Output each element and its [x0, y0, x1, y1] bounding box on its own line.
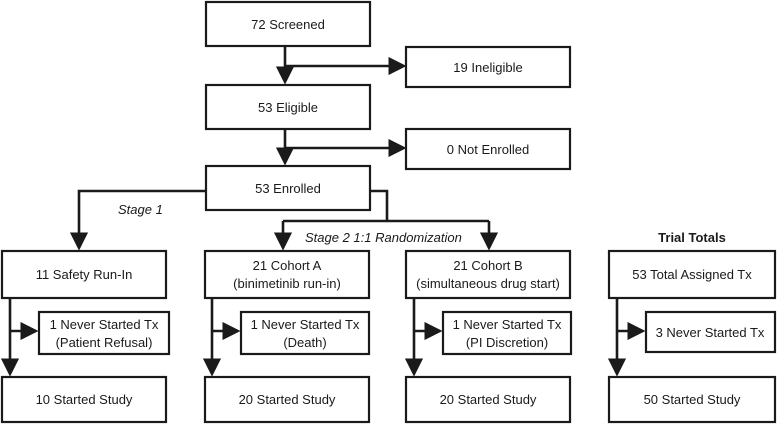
cohort-a-started-label: 20 Started Study — [239, 392, 336, 407]
safety-never-started-box — [37, 310, 171, 356]
eligible-box — [204, 83, 372, 131]
cohort-b-subtitle: (simultaneous drug start) — [416, 276, 560, 291]
cohort-b-started-box — [404, 375, 572, 424]
total-started-box — [607, 375, 777, 424]
enrolled-box — [204, 164, 372, 212]
cohort-a-never-started-reason: (Death) — [283, 335, 326, 350]
cohort-b-never-started-reason: (PI Discretion) — [466, 335, 548, 350]
safety-never-started-reason: (Patient Refusal) — [56, 335, 153, 350]
total-never-started-label: 3 Never Started Tx — [656, 325, 765, 340]
cohort-a-subtitle: (binimetinib run-in) — [233, 276, 341, 291]
screened-label: 72 Screened — [251, 17, 325, 32]
total-assigned-label: 53 Total Assigned Tx — [632, 267, 752, 282]
arrow-to-safety-run-in — [69, 189, 206, 251]
cohort-b-started-label: 20 Started Study — [440, 392, 537, 407]
safety-started-label: 10 Started Study — [36, 392, 133, 407]
enrolled-label: 53 Enrolled — [255, 181, 321, 196]
not-enrolled-box — [404, 127, 572, 171]
total-assigned-box — [607, 249, 777, 300]
stage1-label: Stage 1 — [118, 202, 163, 217]
connectors — [0, 46, 646, 377]
safety-run-in-label: 11 Safety Run-In — [36, 267, 133, 282]
eligible-label: 53 Eligible — [258, 100, 318, 115]
enrolled-to-stage2-line — [370, 189, 389, 221]
cohort-b-never-started-box — [441, 310, 573, 356]
ineligible-box — [404, 45, 572, 89]
cohort-a-box — [203, 249, 371, 300]
safety-started-box — [0, 375, 168, 424]
ineligible-label: 19 Ineligible — [453, 60, 522, 75]
cohort-b-never-started-title: 1 Never Started Tx — [453, 317, 562, 332]
trial-totals-heading: Trial Totals — [658, 230, 726, 245]
cohort-a-never-started-box — [239, 310, 371, 356]
cohort-b-box — [404, 249, 572, 300]
total-never-started-box — [644, 310, 777, 354]
safety-never-started-title: 1 Never Started Tx — [50, 317, 159, 332]
total-started-label: 50 Started Study — [644, 392, 741, 407]
cohort-a-title: 21 Cohort A — [253, 258, 322, 273]
screened-box — [204, 0, 372, 48]
stage2-label: Stage 2 1:1 Randomization — [305, 230, 462, 245]
not-enrolled-label: 0 Not Enrolled — [447, 142, 529, 157]
cohort-b-title: 21 Cohort B — [453, 258, 522, 273]
cohort-a-started-box — [203, 375, 371, 424]
safety-run-in-box — [0, 249, 168, 300]
cohort-a-never-started-title: 1 Never Started Tx — [251, 317, 360, 332]
